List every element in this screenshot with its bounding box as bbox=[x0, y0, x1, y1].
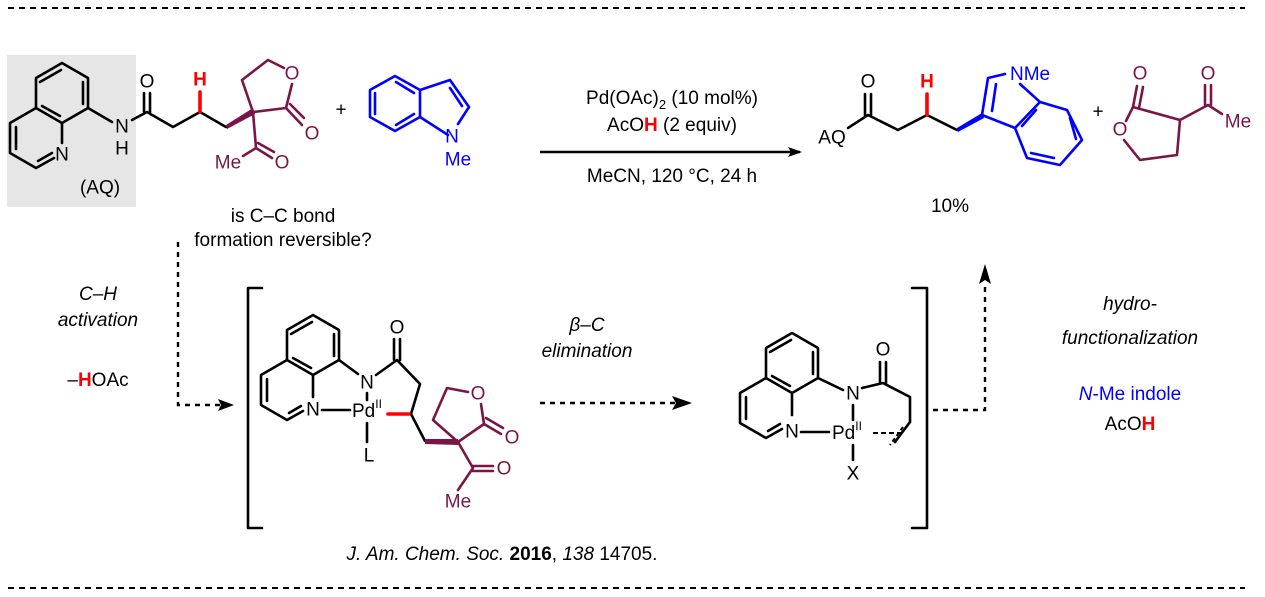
step-label: β–C bbox=[568, 315, 604, 336]
wedge-bond bbox=[226, 108, 255, 129]
atom-label: H bbox=[115, 139, 129, 160]
atom-label: Me bbox=[1225, 112, 1251, 133]
palladacycle-intermediate: N PdII N L O O O O Me bbox=[259, 313, 520, 513]
step-label: activation bbox=[58, 310, 138, 331]
atom-label: O bbox=[1113, 120, 1128, 141]
atom-label: O bbox=[861, 72, 876, 93]
atom-label: O bbox=[505, 428, 520, 449]
catalyst-condition: Pd(OAc)2 (10 mol%) bbox=[586, 88, 758, 112]
additive-condition: AcOH (2 equiv) bbox=[607, 115, 737, 136]
step-label: elimination bbox=[542, 341, 633, 362]
atom-label: L bbox=[364, 446, 375, 467]
arrowhead-icon bbox=[672, 396, 692, 410]
step-label: hydro- bbox=[1103, 294, 1157, 315]
atom-label: Me bbox=[445, 492, 471, 513]
wedge-bond bbox=[425, 439, 458, 445]
atom-label: O bbox=[285, 64, 300, 85]
atom-label: X bbox=[847, 464, 860, 485]
citation: J. Am. Chem. Soc. 2016, 138 14705. bbox=[346, 544, 658, 565]
atom-label: H bbox=[920, 72, 934, 93]
product-molecule: AQ O H NMe 10% bbox=[818, 64, 1084, 217]
aq-label: (AQ) bbox=[80, 178, 120, 199]
atom-label: Me bbox=[215, 153, 241, 174]
atom-label: O bbox=[275, 153, 290, 174]
atom-label: O bbox=[305, 124, 320, 145]
arrowhead-icon bbox=[218, 399, 234, 411]
palladium-label: PdII bbox=[352, 397, 382, 422]
atom-label: O bbox=[390, 318, 405, 339]
n-methylindole-molecule: N Me bbox=[368, 74, 471, 171]
atom-label: N bbox=[445, 127, 459, 148]
atom-label: NMe bbox=[1010, 64, 1050, 85]
atom-label: N bbox=[846, 384, 860, 405]
reagent-label: N-Me indole bbox=[1079, 384, 1181, 405]
aq-highlight-box bbox=[7, 55, 136, 207]
wedge-bond bbox=[957, 113, 984, 132]
plus-sign: + bbox=[335, 100, 346, 121]
byproduct-molecule: O O O Me bbox=[1113, 64, 1251, 162]
atom-label: AQ bbox=[818, 128, 845, 149]
question-text: is C–C bond bbox=[231, 206, 336, 227]
atom-label: N bbox=[306, 400, 320, 421]
atom-label: O bbox=[1133, 64, 1148, 85]
byproduct-label: –HOAc bbox=[67, 370, 128, 391]
left-bracket bbox=[246, 286, 264, 530]
atom-label: O bbox=[471, 384, 486, 405]
atom-label: N bbox=[115, 117, 129, 138]
atom-label: N bbox=[55, 145, 69, 166]
atom-label: N bbox=[360, 373, 374, 394]
c-h-activation-arrow bbox=[176, 242, 222, 407]
substrate-molecule: N (AQ) N H O H O O O Me is C–C bond form… bbox=[7, 55, 372, 251]
step-label: C–H bbox=[79, 284, 117, 305]
atom-label: Me bbox=[445, 150, 471, 171]
right-bracket bbox=[910, 286, 929, 530]
atom-label: O bbox=[1201, 64, 1216, 85]
pd-alkene-intermediate: N PdII N X O bbox=[738, 331, 912, 485]
arrowhead-icon bbox=[979, 264, 991, 284]
plus-sign: + bbox=[1092, 102, 1103, 123]
step-label: functionalization bbox=[1062, 328, 1198, 349]
atom-label: O bbox=[497, 459, 512, 480]
hydrofunctionalization-arrow bbox=[933, 282, 987, 412]
solvent-condition: MeCN, 120 °C, 24 h bbox=[587, 166, 757, 187]
atom-label: O bbox=[876, 340, 891, 361]
product-yield: 10% bbox=[931, 196, 969, 217]
palladium-label: PdII bbox=[832, 419, 862, 444]
quinoline-ring bbox=[8, 61, 90, 170]
atom-label: O bbox=[140, 72, 155, 93]
question-text: formation reversible? bbox=[194, 230, 371, 251]
beta-hydrogen: H bbox=[193, 70, 207, 91]
reagent-label: AcOH bbox=[1105, 414, 1156, 435]
atom-label: N bbox=[785, 422, 799, 443]
